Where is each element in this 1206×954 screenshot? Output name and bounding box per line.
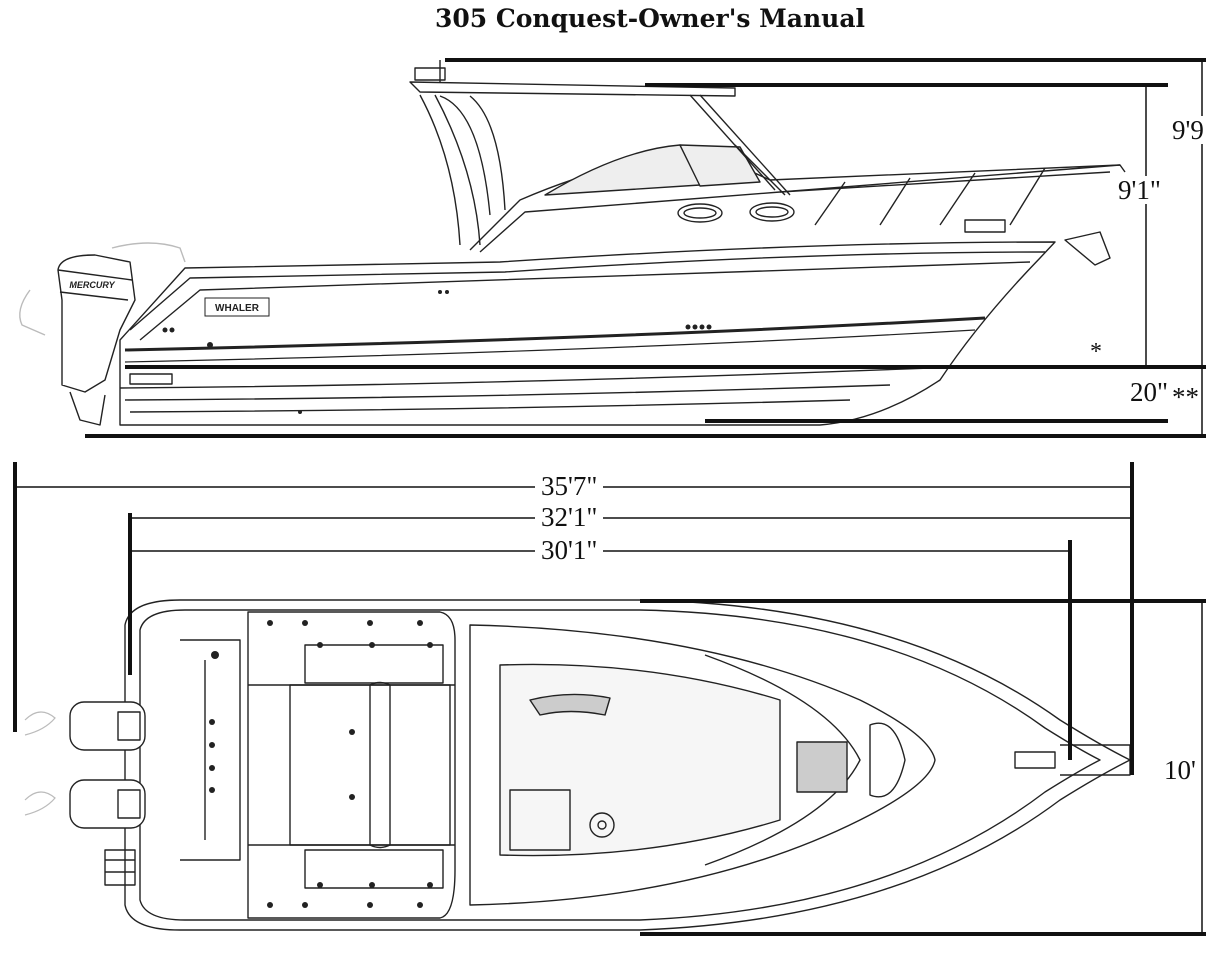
length-deck-label: 30'1" <box>535 536 604 564</box>
double-asterisk-note: ** <box>1172 382 1199 412</box>
page-title: 305 Conquest-Owner's Manual <box>434 4 866 33</box>
length-overall-label: 35'7" <box>535 472 604 500</box>
beam-label: 10' <box>1160 756 1200 784</box>
height-label: 9'1" <box>1112 176 1167 204</box>
length-hull-label: 32'1" <box>535 503 604 531</box>
overall-height-label: 9'9 <box>1168 116 1206 144</box>
asterisk-note: * <box>1090 339 1102 365</box>
hull-decal: WHALER <box>204 297 270 317</box>
hull-decal-text: WHALER <box>215 303 260 314</box>
draft-label: 20" <box>1124 378 1175 406</box>
engine-decal-text: MERCURY <box>69 280 115 290</box>
